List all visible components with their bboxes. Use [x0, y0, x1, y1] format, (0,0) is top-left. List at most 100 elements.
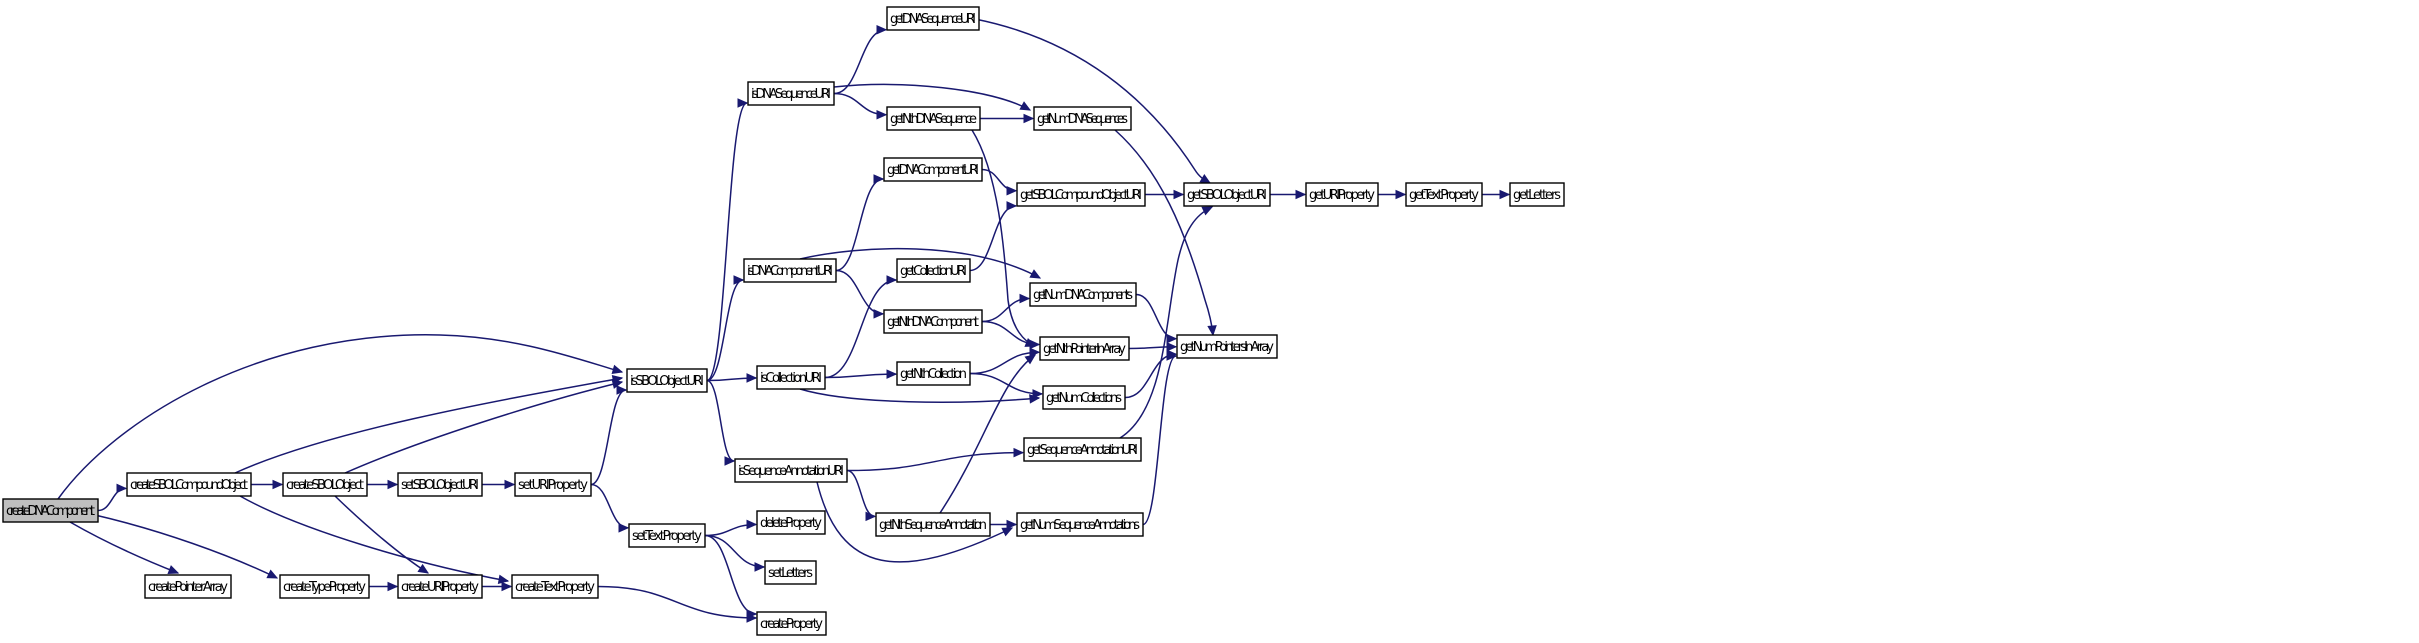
- node-get-nth-pointer-in-array[interactable]: getNthPointerInArray: [1039, 336, 1130, 361]
- arrowhead: [1201, 206, 1214, 216]
- edge-get-text-property-to-get-letters: [1482, 189, 1511, 200]
- node-get-dna-component-uri[interactable]: getDNAComponentURI: [883, 157, 983, 182]
- edge-line: [846, 469, 876, 518]
- edge-get-uri-property-to-get-text-property: [1378, 189, 1407, 200]
- node-box: [883, 309, 983, 334]
- edge-is-sequence-annotation-uri-to-get-sequence-annotation-uri: [846, 447, 1025, 472]
- node-label: getDNASequenceURI: [890, 12, 976, 27]
- edge-get-sbol-object-uri-to-get-uri-property: [1270, 189, 1307, 200]
- node-is-sbol-object-uri[interactable]: isSBOLObjectURI: [626, 368, 708, 393]
- edge-is-dna-component-uri-to-get-num-dna-components: [799, 247, 1042, 279]
- arrowhead: [611, 379, 624, 389]
- node-get-num-pointers-in-array[interactable]: getNumPointersInArray: [1176, 334, 1278, 359]
- edge-line: [816, 481, 1013, 563]
- arrowhead: [167, 565, 180, 574]
- node-is-dna-sequence-uri[interactable]: isDNASequenceURI: [747, 81, 835, 106]
- node-set-uri-property[interactable]: setURIProperty: [514, 472, 592, 497]
- node-label: getNthCollection: [900, 367, 967, 382]
- node-get-nth-sequence-annotation[interactable]: getNthSequenceAnnotation: [875, 512, 991, 537]
- node-get-uri-property[interactable]: getURIProperty: [1305, 182, 1379, 207]
- edge-create-sbol-object-to-set-sbol-object-uri: [367, 479, 399, 490]
- node-get-nth-collection[interactable]: getNthCollection: [896, 361, 971, 386]
- node-set-sbol-object-uri[interactable]: setSBOLObjectURI: [397, 472, 483, 497]
- arrowhead: [1013, 447, 1025, 458]
- arrowhead: [1207, 325, 1217, 337]
- node-get-letters[interactable]: getLetters: [1509, 182, 1565, 207]
- arrowhead: [1395, 189, 1407, 200]
- arrowhead: [1019, 101, 1032, 111]
- arrowhead: [1166, 342, 1178, 352]
- node-box: [628, 523, 706, 548]
- edges-layer: [57, 18, 1511, 623]
- arrowhead: [876, 109, 888, 120]
- node-label: isCollectionURI: [760, 371, 822, 386]
- edge-line: [1124, 353, 1177, 399]
- node-get-nth-dna-component[interactable]: getNthDNAComponent: [883, 309, 983, 334]
- node-get-collection-uri[interactable]: getCollectionURI: [896, 258, 971, 283]
- node-create-pointer-array[interactable]: createPointerArray: [144, 574, 232, 599]
- edge-line: [969, 351, 1040, 375]
- arrowhead: [865, 511, 877, 522]
- node-label: getURIProperty: [1309, 188, 1375, 203]
- arrowhead: [1199, 174, 1212, 184]
- node-get-text-property[interactable]: getTextProperty: [1405, 182, 1483, 207]
- node-label: getSequenceAnnotationURI: [1027, 443, 1138, 458]
- edge-line: [97, 487, 127, 512]
- arrowhead: [873, 309, 885, 319]
- arrowhead: [387, 479, 399, 490]
- edge-line: [969, 372, 1043, 395]
- node-get-dna-sequence-uri[interactable]: getDNASequenceURI: [886, 6, 980, 31]
- edge-is-sequence-annotation-uri-to-get-nth-sequence-annotation: [846, 469, 877, 522]
- node-create-type-property[interactable]: createTypeProperty: [279, 574, 370, 599]
- node-get-sequence-annotation-uri[interactable]: getSequenceAnnotationURI: [1023, 437, 1142, 462]
- node-get-num-collections[interactable]: getNumCollections: [1042, 385, 1126, 410]
- node-set-text-property[interactable]: setTextProperty: [628, 523, 706, 548]
- node-create-sbol-object[interactable]: createSBOLObject: [282, 472, 368, 497]
- arrowhead: [501, 581, 513, 592]
- node-is-sequence-annotation-uri[interactable]: isSequenceAnnotationURI: [734, 458, 848, 483]
- node-is-collection-uri[interactable]: isCollectionURI: [756, 365, 826, 390]
- node-get-num-dna-sequences[interactable]: getNumDNASequences: [1033, 106, 1132, 131]
- arrowhead: [1029, 347, 1041, 358]
- edge-set-text-property-to-set-letters: [704, 534, 766, 572]
- arrowhead: [272, 479, 284, 490]
- node-delete-property[interactable]: deleteProperty: [756, 510, 826, 535]
- arrowhead: [497, 574, 510, 584]
- edge-is-sbol-object-uri-to-is-dna-component-uri: [706, 275, 745, 382]
- arrowhead: [1173, 189, 1185, 200]
- edge-line: [334, 495, 429, 574]
- node-create-uri-property[interactable]: createURIProperty: [397, 574, 483, 599]
- edge-is-dna-sequence-uri-to-get-num-dna-sequences: [833, 83, 1032, 111]
- edge-line: [939, 354, 1036, 514]
- edge-set-uri-property-to-is-sbol-object-uri: [590, 385, 628, 486]
- node-box: [282, 472, 368, 497]
- node-get-nth-dna-sequence[interactable]: getNthDNASequence: [886, 106, 981, 131]
- node-box: [1183, 182, 1271, 207]
- node-label: isSBOLObjectURI: [630, 374, 704, 389]
- node-create-dna-component[interactable]: createDNAComponent: [2, 498, 99, 523]
- node-is-dna-component-uri[interactable]: isDNAComponentURI: [743, 258, 837, 283]
- edge-create-type-property-to-create-uri-property: [369, 581, 399, 592]
- node-label: getNumCollections: [1046, 391, 1122, 406]
- node-get-num-dna-components[interactable]: getNumDNAComponents: [1029, 282, 1137, 307]
- node-create-text-property[interactable]: createTextProperty: [511, 574, 599, 599]
- node-label: getSBOLObjectURI: [1187, 188, 1267, 203]
- node-get-sbol-compound-object-uri[interactable]: getSBOLCompoundObjectURI: [1016, 182, 1146, 207]
- arrowhead: [746, 609, 758, 619]
- edge-is-collection-uri-to-get-nth-collection: [824, 369, 898, 379]
- edge-line: [1119, 206, 1213, 439]
- arrowhead: [737, 98, 749, 108]
- node-create-property[interactable]: createProperty: [756, 611, 827, 636]
- edge-line: [1135, 293, 1177, 340]
- edge-line: [57, 334, 623, 500]
- edge-get-nth-dna-component-to-get-nth-pointer-in-array: [981, 320, 1041, 350]
- node-box: [511, 574, 599, 599]
- node-create-sbol-compound-object[interactable]: createSBOLCompoundObject: [126, 472, 252, 497]
- node-set-letters[interactable]: setLetters: [764, 560, 817, 585]
- edge-is-dna-sequence-uri-to-get-nth-dna-sequence: [833, 92, 888, 120]
- node-get-num-sequence-annotations[interactable]: getNumSequenceAnnotations: [1016, 512, 1144, 537]
- node-label: getNumDNASequences: [1037, 112, 1128, 127]
- arrowhead: [1006, 201, 1018, 211]
- node-get-sbol-object-uri[interactable]: getSBOLObjectURI: [1183, 182, 1271, 207]
- edge-get-nth-dna-component-to-get-num-dna-components: [981, 293, 1031, 323]
